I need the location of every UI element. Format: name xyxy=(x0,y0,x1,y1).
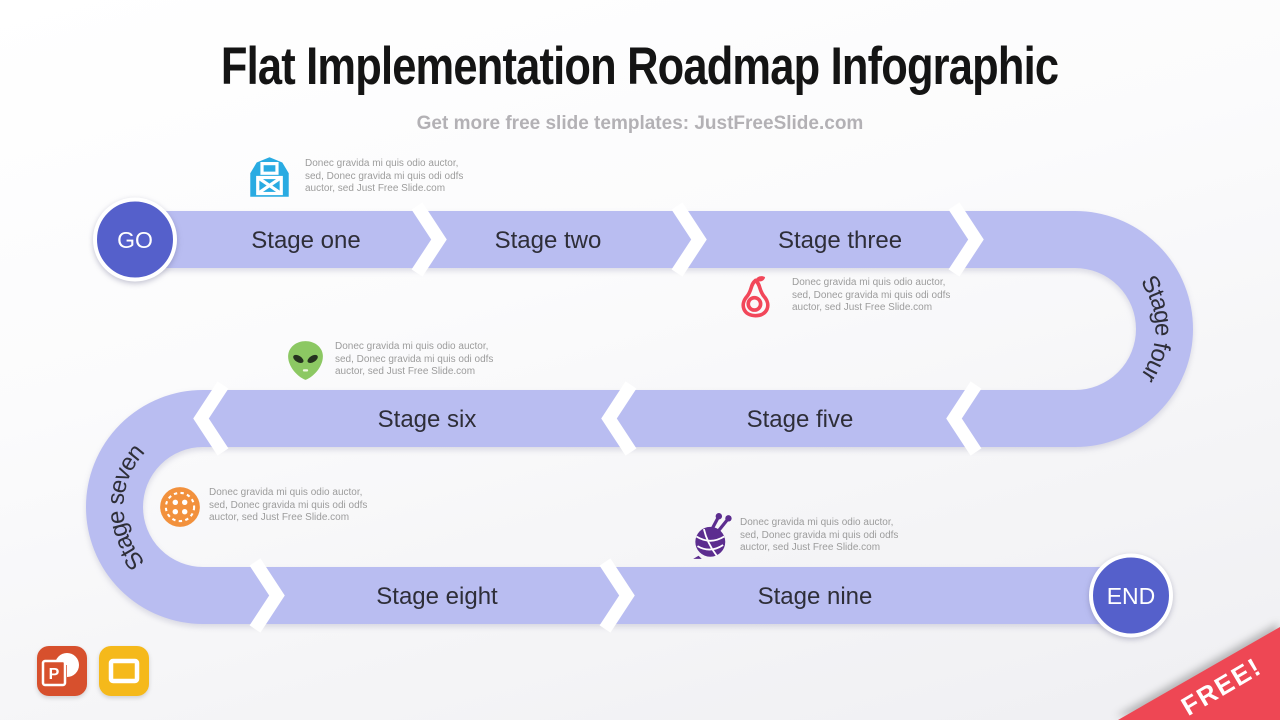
chevron-right-icon xyxy=(411,202,447,277)
chevron-right-icon xyxy=(249,558,285,633)
end-node-label: END xyxy=(1107,583,1156,609)
alien-icon xyxy=(288,341,323,380)
stage-eight-label: Stage eight xyxy=(376,583,498,610)
note-text: Donec gravida mi quis odio auctor, sed, … xyxy=(740,517,899,553)
roadmap-path xyxy=(86,211,1193,624)
chevron-left-icon xyxy=(601,381,637,456)
slide-title: Flat Implementation Roadmap Infographic xyxy=(221,37,1059,96)
chevron-right-icon xyxy=(948,202,984,277)
powerpoint-icon: P xyxy=(37,646,87,696)
stage-six-label: Stage six xyxy=(378,406,477,433)
stage-two-label: Stage two xyxy=(495,227,602,254)
chevron-right-icon xyxy=(599,558,635,633)
avocado-icon xyxy=(741,276,770,318)
stage-five-label: Stage five xyxy=(747,406,854,433)
note-text: Donec gravida mi quis odio auctor, sed, … xyxy=(335,341,494,377)
yarn-icon xyxy=(693,513,732,559)
google-slides-icon xyxy=(99,646,149,696)
svg-text:P: P xyxy=(49,666,60,683)
chevron-left-icon xyxy=(193,381,229,456)
free-ribbon xyxy=(1118,627,1280,720)
stage-nine-label: Stage nine xyxy=(758,583,873,610)
button-icon xyxy=(160,487,200,527)
go-node xyxy=(93,197,177,282)
end-node xyxy=(1089,553,1173,638)
barn-icon xyxy=(250,157,289,197)
note-text: Donec gravida mi quis odio auctor, sed, … xyxy=(209,487,368,523)
slide-subtitle: Get more free slide templates: JustFreeS… xyxy=(416,113,864,134)
chevron-right-icon xyxy=(671,202,707,277)
go-node-label: GO xyxy=(117,227,153,253)
stage-three-label: Stage three xyxy=(778,227,902,254)
note-text: Donec gravida mi quis odio auctor, sed, … xyxy=(305,158,464,194)
note-text: Donec gravida mi quis odio auctor, sed, … xyxy=(792,277,951,313)
stage-one-label: Stage one xyxy=(251,227,360,254)
chevron-left-icon xyxy=(946,381,982,456)
